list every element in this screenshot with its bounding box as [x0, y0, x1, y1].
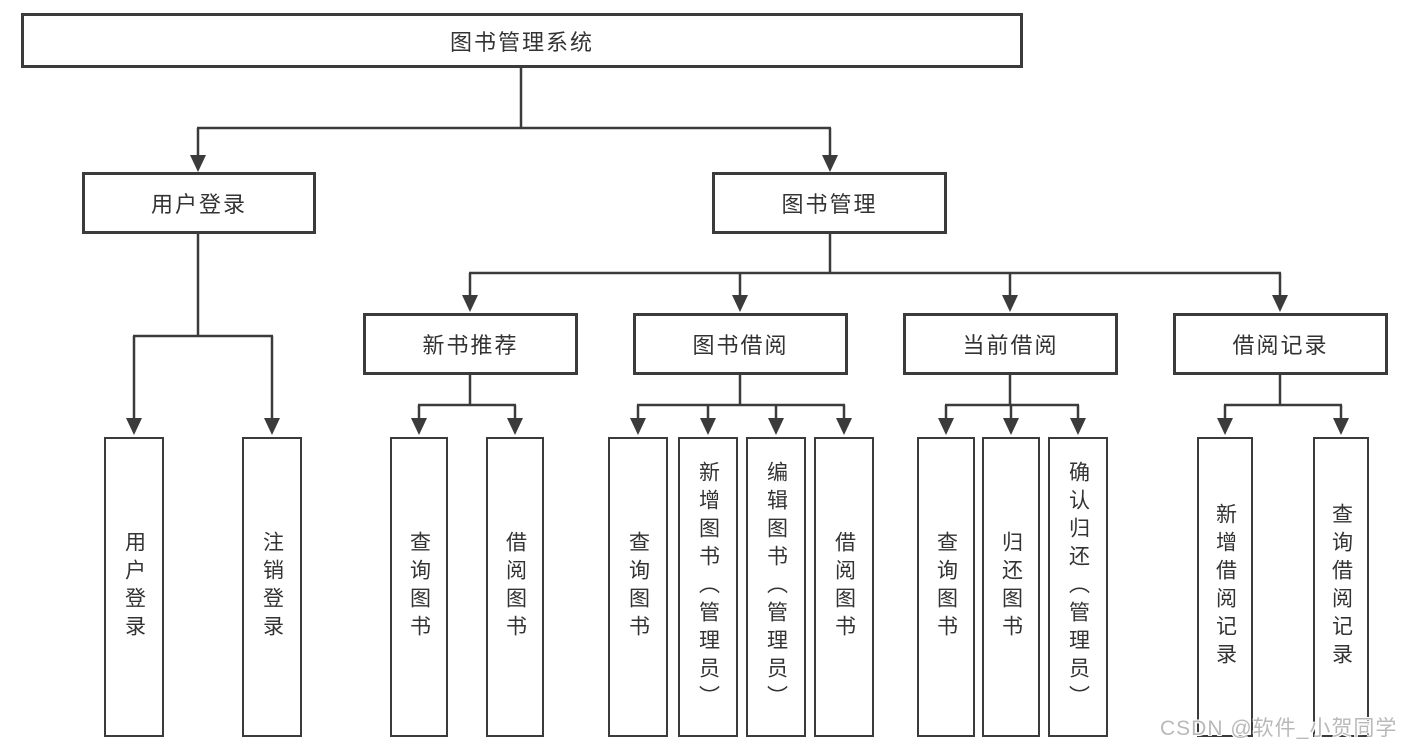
- connector-borrowing-records-to-leaves: [1217, 373, 1349, 435]
- arrow-down-icon: [264, 418, 280, 435]
- leaf-label: 查询图书: [407, 531, 431, 643]
- csdn-watermark: CSDN @软件_小贺同学: [1160, 717, 1398, 740]
- arrow-down-icon: [411, 418, 427, 435]
- leaf-borrow-books: 借阅图书: [814, 437, 874, 737]
- node-label: 图书管理: [781, 192, 878, 217]
- arrow-down-icon: [190, 155, 206, 172]
- leaf-label: 用户登录: [122, 531, 146, 643]
- node-label: 借阅记录: [1232, 333, 1329, 358]
- leaf-label: 编辑图书（管理员）: [764, 461, 788, 713]
- connector-new-book-recommend-to-leaves: [411, 373, 523, 435]
- leaf-label: 确认归还（管理员）: [1066, 461, 1090, 713]
- leaf-query-books: 查询图书: [390, 437, 448, 737]
- arrow-down-icon: [507, 418, 523, 435]
- arrow-down-icon: [768, 418, 784, 435]
- arrow-down-icon: [630, 418, 646, 435]
- leaf-confirm-return-admin: 确认归还（管理员）: [1048, 437, 1108, 737]
- arrow-down-icon: [1070, 418, 1086, 435]
- node-new-book-recommend: 新书推荐: [363, 313, 578, 375]
- arrow-down-icon: [938, 418, 954, 435]
- node-current-borrowing: 当前借阅: [903, 313, 1118, 375]
- leaf-label: 查询借阅记录: [1329, 503, 1353, 671]
- arrow-down-icon: [822, 155, 838, 172]
- leaf-return-books: 归还图书: [982, 437, 1040, 737]
- leaf-label: 借阅图书: [503, 531, 527, 643]
- node-label: 图书管理系统: [449, 29, 594, 55]
- arrow-down-icon: [126, 418, 142, 435]
- leaf-label: 注销登录: [260, 531, 284, 643]
- leaf-query-borrow-record: 查询借阅记录: [1313, 437, 1369, 737]
- node-label: 当前借阅: [962, 333, 1059, 358]
- node-user-login: 用户登录: [82, 172, 316, 234]
- connector-root-to-level1: [190, 66, 838, 172]
- leaf-logout: 注销登录: [242, 437, 302, 737]
- leaf-add-borrow-record: 新增借阅记录: [1197, 437, 1253, 737]
- arrow-down-icon: [1333, 418, 1349, 435]
- arrow-down-icon: [1003, 418, 1019, 435]
- node-borrowing-records: 借阅记录: [1173, 313, 1388, 375]
- node-label: 用户登录: [150, 192, 247, 217]
- connector-user-login-to-leaves: [126, 232, 280, 435]
- connector-book-management-to-level2: [462, 232, 1288, 312]
- leaf-query-books: 查询图书: [608, 437, 668, 737]
- arrow-down-icon: [836, 418, 852, 435]
- leaf-label: 查询图书: [626, 531, 650, 643]
- connector-current-borrowing-to-leaves: [938, 373, 1086, 435]
- arrow-down-icon: [732, 295, 748, 312]
- node-library-system: 图书管理系统: [21, 13, 1023, 68]
- leaf-edit-books-admin: 编辑图书（管理员）: [746, 437, 806, 737]
- arrow-down-icon: [1002, 295, 1018, 312]
- leaf-label: 查询图书: [934, 531, 958, 643]
- leaf-borrow-books: 借阅图书: [486, 437, 544, 737]
- leaf-label: 新增借阅记录: [1213, 503, 1237, 671]
- leaf-user-login: 用户登录: [104, 437, 164, 737]
- node-label: 图书借阅: [692, 333, 789, 358]
- connector-book-borrowing-to-leaves: [630, 373, 852, 435]
- arrow-down-icon: [1217, 418, 1233, 435]
- leaf-add-books-admin: 新增图书（管理员）: [678, 437, 738, 737]
- arrow-down-icon: [1272, 295, 1288, 312]
- leaf-label: 新增图书（管理员）: [696, 461, 720, 713]
- leaf-label: 借阅图书: [832, 531, 856, 643]
- node-label: 新书推荐: [422, 333, 519, 358]
- arrow-down-icon: [700, 418, 716, 435]
- leaf-label: 归还图书: [999, 531, 1023, 643]
- leaf-query-books: 查询图书: [917, 437, 975, 737]
- arrow-down-icon: [462, 295, 478, 312]
- node-book-management: 图书管理: [712, 172, 947, 234]
- node-book-borrowing: 图书借阅: [633, 313, 848, 375]
